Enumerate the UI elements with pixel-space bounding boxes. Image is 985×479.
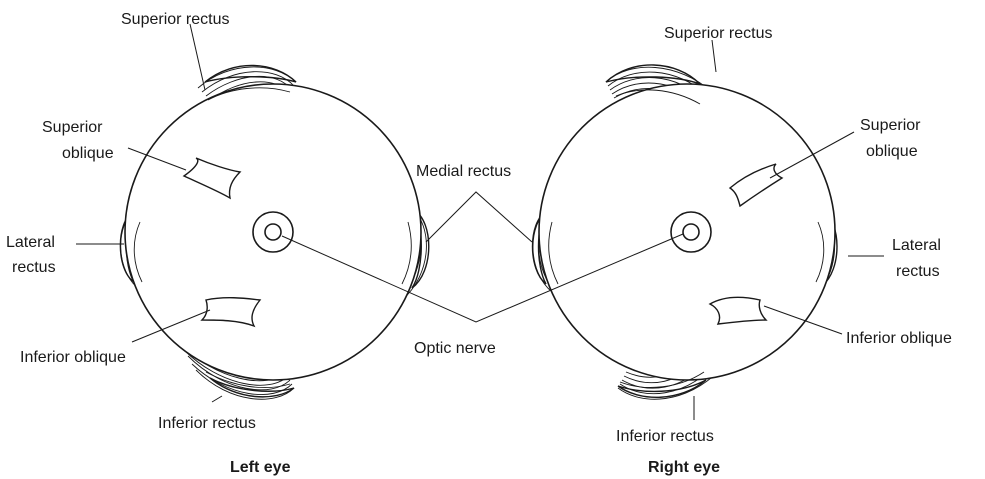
caption-right-eye: Right eye	[648, 459, 720, 476]
label-right-superior-rectus: Superior rectus	[664, 25, 773, 42]
label-right-superior-oblique-line2: oblique	[866, 143, 918, 160]
leader-medial-rectus	[426, 192, 532, 242]
label-left-superior-oblique-line1: Superior	[42, 119, 103, 136]
right-eye	[533, 65, 838, 399]
label-right-superior-oblique-line1: Superior	[860, 117, 921, 134]
label-medial-rectus: Medial rectus	[416, 163, 511, 180]
right-optic-nerve-inner	[683, 224, 699, 240]
label-right-lateral-rectus-line2: rectus	[896, 263, 940, 280]
label-left-superior-rectus: Superior rectus	[121, 11, 230, 28]
label-left-inferior-oblique: Inferior oblique	[20, 349, 126, 366]
leader-left-superior-rectus	[190, 24, 205, 90]
leader-left-inferior-rectus	[212, 396, 222, 402]
label-right-inferior-rectus: Inferior rectus	[616, 428, 714, 445]
label-right-lateral-rectus-line1: Lateral	[892, 237, 941, 254]
caption-left-eye: Left eye	[230, 459, 291, 476]
label-left-lateral-rectus-line2: rectus	[12, 259, 56, 276]
label-left-superior-oblique-line2: oblique	[62, 145, 114, 162]
shared-labels: Medial rectus Optic nerve	[414, 163, 511, 357]
label-optic-nerve: Optic nerve	[414, 340, 496, 357]
label-right-inferior-oblique: Inferior oblique	[846, 330, 952, 347]
left-eye	[120, 65, 428, 399]
label-left-lateral-rectus-line1: Lateral	[6, 234, 55, 251]
left-optic-nerve-inner	[265, 224, 281, 240]
leader-right-superior-rectus	[712, 40, 716, 72]
label-left-inferior-rectus: Inferior rectus	[158, 415, 256, 432]
